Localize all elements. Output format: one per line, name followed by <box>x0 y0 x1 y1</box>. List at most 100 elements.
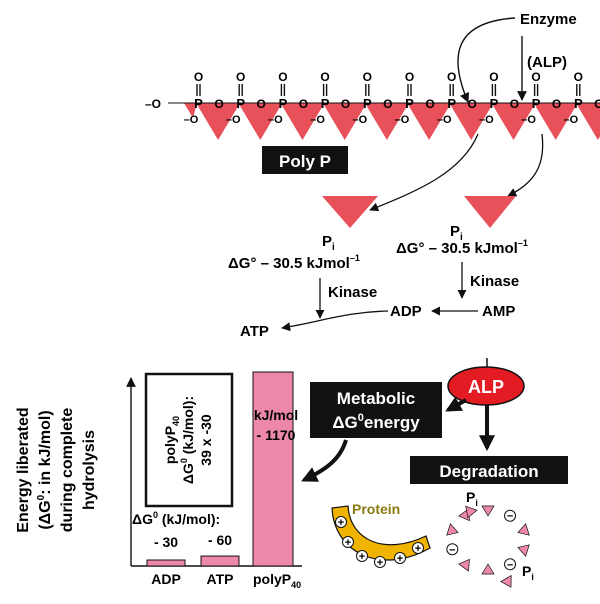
polyp-bar-unit: kJ/mol <box>254 407 298 423</box>
polyp-label-box <box>262 146 348 174</box>
kinase-label-left: Kinase <box>328 284 377 301</box>
svg-text:39 x -30: 39 x -30 <box>198 414 214 466</box>
bar-value-adp: - 30 <box>154 534 178 550</box>
degradation-box <box>410 456 568 484</box>
svg-text:hydrolysis: hydrolysis <box>81 430 98 510</box>
svg-text:−: − <box>507 559 513 571</box>
dg-label-left: ΔG° – 30.5 kJmol–1 <box>228 253 360 272</box>
phosphate-p: P <box>574 96 583 111</box>
svg-text:(ΔG0: in kJ/mol): (ΔG0: in kJ/mol) <box>36 410 54 529</box>
phosphate-p: P <box>321 96 330 111</box>
metabolic-energy-box <box>310 382 442 438</box>
pi-triangle-left <box>322 196 378 228</box>
pi-label-ring-bottom: Pi <box>522 563 534 582</box>
phosphate-oxygen: O <box>405 70 414 84</box>
plus-charge <box>342 536 354 548</box>
category-atp: ATP <box>207 571 234 587</box>
chain-triangle <box>280 103 325 140</box>
phosphate-o-minus: –O <box>563 114 578 126</box>
small-pi-triangle <box>517 523 530 536</box>
chain-triangle <box>449 103 494 140</box>
atp-label: ATP <box>240 323 269 340</box>
phosphate-p: P <box>279 96 288 111</box>
polyp-bar-value: - 1170 <box>257 427 296 443</box>
chain-triangle <box>196 103 241 140</box>
enzyme-label: Enzyme <box>520 11 577 28</box>
phosphate-o-minus: –O <box>352 114 367 126</box>
small-pi-triangle <box>465 505 478 519</box>
phosphate-p: P <box>447 96 456 111</box>
dg-label-right: ΔG° – 30.5 kJmol–1 <box>396 238 528 257</box>
kinase-label-right: Kinase <box>470 273 519 290</box>
adp-label: ADP <box>390 303 422 320</box>
minus-charge <box>504 558 517 571</box>
phosphate-oxygen: O <box>278 70 287 84</box>
small-pi-triangle <box>481 563 495 575</box>
metabolic-line2: ΔG0energy <box>332 412 420 432</box>
cleave-arrow-right <box>507 133 544 197</box>
phosphate-oxygen: O <box>531 70 540 84</box>
phosphate-p: P <box>363 96 372 111</box>
phosphate-p: P <box>405 96 414 111</box>
phosphate-o-minus: –O <box>479 114 494 126</box>
bridge-oxygen: O <box>383 97 392 111</box>
bridge-oxygen: O <box>425 97 434 111</box>
bridge-oxygen: O <box>299 97 308 111</box>
phosphate-oxygen: O <box>489 70 498 84</box>
polyp-chain: –OOP–OOOP–OOOP–OOOP–OOOP–OOOP–OOOP–OOOP–… <box>145 70 600 140</box>
phosphate-o-minus: –O <box>226 114 241 126</box>
phosphate-o-minus: –O <box>268 114 283 126</box>
svg-text:ΔG0 (kJ/mol):: ΔG0 (kJ/mol): <box>179 396 196 484</box>
adp-to-atp-arrow <box>281 310 389 332</box>
polyp-energy-box-text: polyP40 ΔG0 (kJ/mol): 39 x -30 <box>162 396 214 484</box>
svg-text:Energy liberated: Energy liberated <box>15 407 32 532</box>
small-pi-triangle <box>458 558 470 572</box>
chain-triangle <box>575 103 600 140</box>
bar-polyp40 <box>252 371 294 567</box>
plus-charge <box>412 542 424 554</box>
phosphate-o-minus: –O <box>310 114 325 126</box>
pi-label-right: Pi <box>450 223 463 243</box>
phosphate-p: P <box>532 96 541 111</box>
energy-y-axis-label: Energy liberated (ΔG0: in kJ/mol) during… <box>15 407 98 532</box>
svg-text:+: + <box>359 551 365 563</box>
bridge-oxygen: O <box>552 97 561 111</box>
degradation-ring: − − − <box>446 505 530 588</box>
polyp-label: Poly P <box>279 152 331 171</box>
svg-text:−: − <box>507 511 513 523</box>
chain-triangle-end <box>184 103 197 118</box>
phosphate-o-minus: –O <box>437 114 452 126</box>
plus-charge <box>374 556 386 568</box>
small-pi-triangle <box>517 544 530 557</box>
svg-text:+: + <box>345 537 351 549</box>
svg-text:polyP40: polyP40 <box>162 416 181 464</box>
metabolic-line1: Metabolic <box>337 389 415 408</box>
svg-text:+: + <box>415 543 421 555</box>
degradation-label: Degradation <box>439 462 538 481</box>
chain-end-left: –O <box>145 97 161 111</box>
protein-label: Protein <box>352 501 400 517</box>
enzyme-arrow <box>457 17 516 103</box>
pi-triangle-right <box>464 196 516 228</box>
phosphate-p: P <box>236 96 245 111</box>
svg-text:+: + <box>377 557 383 569</box>
alp-label: ALP <box>468 377 504 397</box>
phosphate-oxygen: O <box>363 70 372 84</box>
phosphate-p: P <box>194 96 203 111</box>
phosphate-oxygen: O <box>320 70 329 84</box>
phosphate-o-minus: –O <box>395 114 410 126</box>
chain-triangle <box>407 103 452 140</box>
bar-value-atp: - 60 <box>208 532 232 548</box>
svg-text:+: + <box>338 517 344 529</box>
phosphate-p: P <box>490 96 499 111</box>
bridge-oxygen: O <box>257 97 266 111</box>
svg-text:−: − <box>449 544 455 556</box>
phosphate-oxygen: O <box>447 70 456 84</box>
chain-triangle <box>533 103 578 140</box>
category-polyp40: polyP40 <box>253 571 301 590</box>
metabolic-to-bar-arrow <box>301 439 348 482</box>
phosphate-o-minus: –O <box>184 114 199 126</box>
bridge-oxygen: O <box>594 97 600 111</box>
plus-charge <box>394 552 406 564</box>
